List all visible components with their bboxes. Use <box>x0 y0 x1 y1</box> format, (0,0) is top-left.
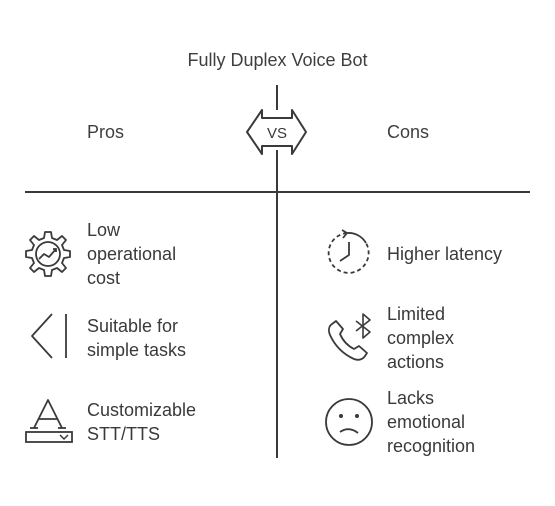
chevron-left-bar-icon <box>30 312 70 365</box>
gear-chart-icon <box>24 230 72 283</box>
cons-heading: Cons <box>387 122 430 142</box>
pro-item-low-cost: Low operational cost <box>87 220 177 288</box>
diagram-title: Fully Duplex Voice Bot <box>187 50 368 70</box>
con-item-limited-actions: Limited complex actions <box>387 304 455 372</box>
font-dropdown-icon <box>24 398 74 451</box>
vs-label: VS <box>267 125 287 142</box>
con-item-emotional-recognition: Lacks emotional recognition <box>387 388 476 456</box>
pro-item-customizable: Customizable STT/TTS <box>87 400 197 444</box>
con-item-latency: Higher latency <box>387 244 503 264</box>
sad-face-icon <box>324 397 374 452</box>
pro-item-simple-tasks: Suitable for simple tasks <box>87 316 187 360</box>
vs-double-arrow-icon <box>246 109 307 155</box>
pros-heading: Pros <box>87 122 125 142</box>
clock-refresh-icon <box>326 229 372 281</box>
vs-badge: VS <box>246 109 307 155</box>
phone-bluetooth-icon <box>326 312 374 367</box>
